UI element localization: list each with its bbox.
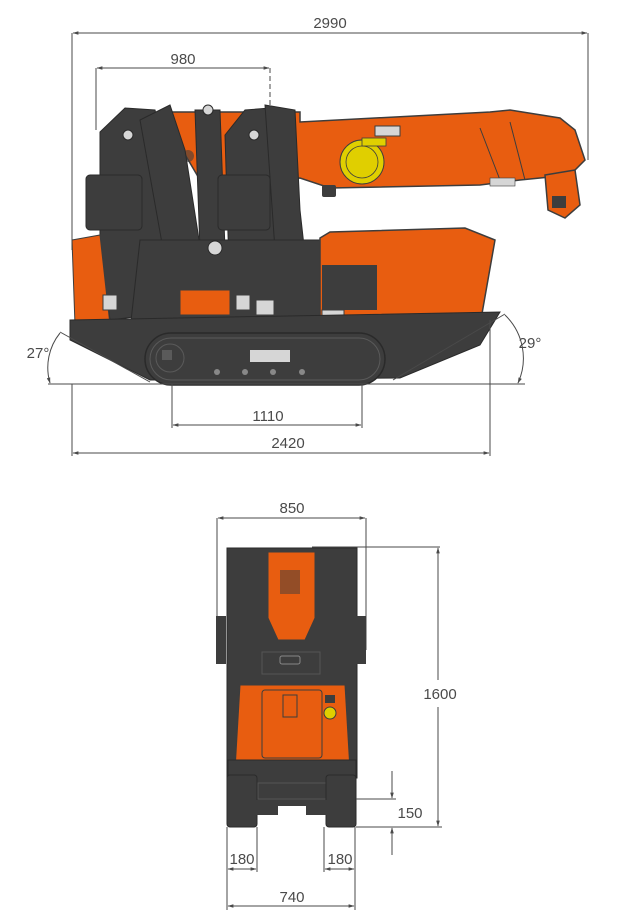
overall-length-dimension <box>71 31 589 250</box>
ground-clearance-dimension <box>356 771 396 855</box>
right-track-width-dimension <box>323 827 356 910</box>
undercarriage <box>69 311 501 386</box>
track-gauge-label: 740 <box>279 889 304 906</box>
outrigger-offset-label: 980 <box>170 51 195 68</box>
front-view: 850 1600 <box>216 500 457 910</box>
left-track-width-dimension <box>226 827 258 910</box>
overall-length-label: 2990 <box>313 15 346 32</box>
track-length-dimension <box>171 384 363 428</box>
left-track-width-label: 180 <box>229 851 254 868</box>
front-machine <box>216 547 366 828</box>
base-length-label: 2420 <box>271 435 304 452</box>
base-length-dimension <box>71 320 491 456</box>
outrigger-legs <box>85 104 321 331</box>
front-angle-label: 27° <box>27 345 50 362</box>
height-label: 1600 <box>423 686 456 703</box>
overall-width-label: 850 <box>279 500 304 517</box>
right-track-width-label: 180 <box>327 851 352 868</box>
height-dimension <box>312 546 442 828</box>
side-view: 2990 980 <box>27 15 589 456</box>
rear-angle-label: 29° <box>519 335 542 352</box>
track-length-label: 1110 <box>252 408 283 425</box>
angle-lines <box>46 313 525 385</box>
ground-clearance-label: 150 <box>397 805 422 822</box>
